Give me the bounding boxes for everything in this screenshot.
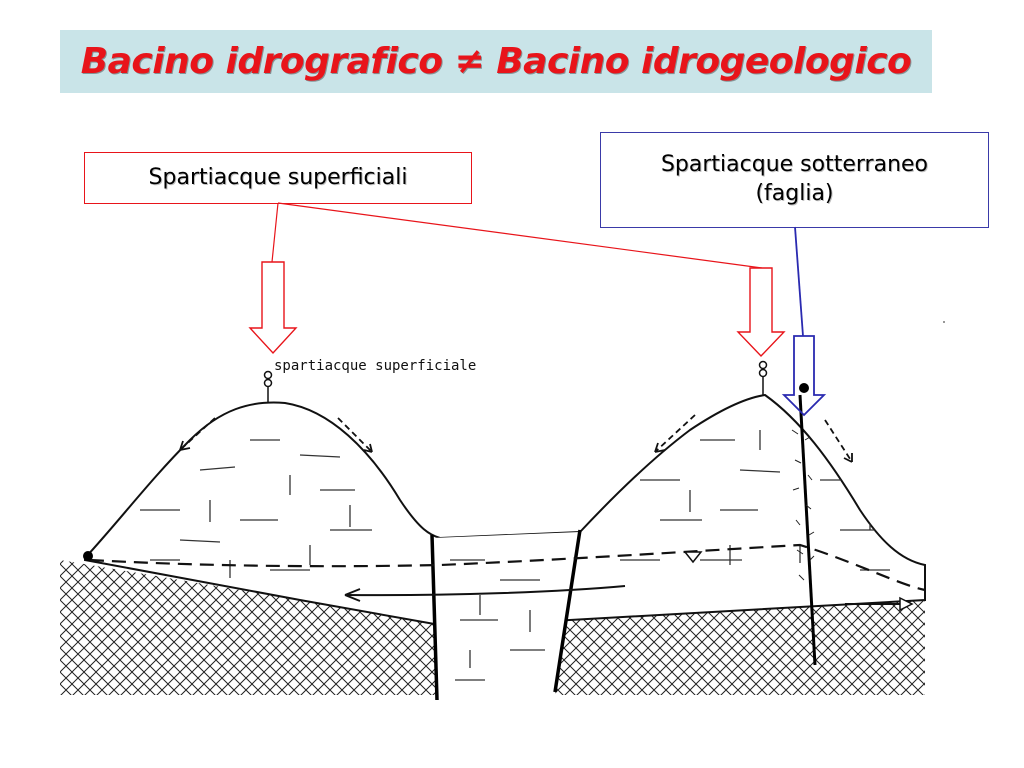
surface-divide-arrow-right	[736, 267, 786, 358]
title-bar: Bacino idrografico ≠ Bacino idrogeologic…	[60, 30, 932, 93]
surface-divide-label: Spartiacque superficiali	[148, 164, 408, 190]
fault-callout-connector	[794, 226, 804, 337]
water-table-line	[83, 543, 926, 592]
graben-faults	[430, 529, 582, 701]
underground-divide-callout: Spartiacque sotterraneo (faglia)	[600, 132, 989, 228]
inner-divide-label: spartiacque superficiale	[274, 358, 476, 374]
underground-divide-sublabel: (faglia)	[755, 181, 834, 206]
surface-callout-connectors	[271, 202, 763, 269]
surface-divide-callout: Spartiacque superficiali	[84, 152, 472, 204]
fault-zone	[791, 383, 817, 666]
slide-title: Bacino idrografico ≠ Bacino idrogeologic…	[80, 41, 912, 82]
divide-marker-left	[263, 370, 273, 403]
groundwater-flow-arrow-left	[344, 585, 626, 602]
runoff-arrows	[179, 414, 853, 463]
groundwater-flow-arrow-right	[845, 596, 914, 612]
surface-divide-arrow-left	[248, 261, 298, 355]
limestone-body	[84, 393, 926, 695]
divide-marker-right	[758, 360, 768, 395]
underground-divide-label: Spartiacque sotterraneo	[660, 152, 929, 178]
fault-divide-arrow	[781, 335, 827, 417]
stray-mark	[943, 321, 945, 323]
